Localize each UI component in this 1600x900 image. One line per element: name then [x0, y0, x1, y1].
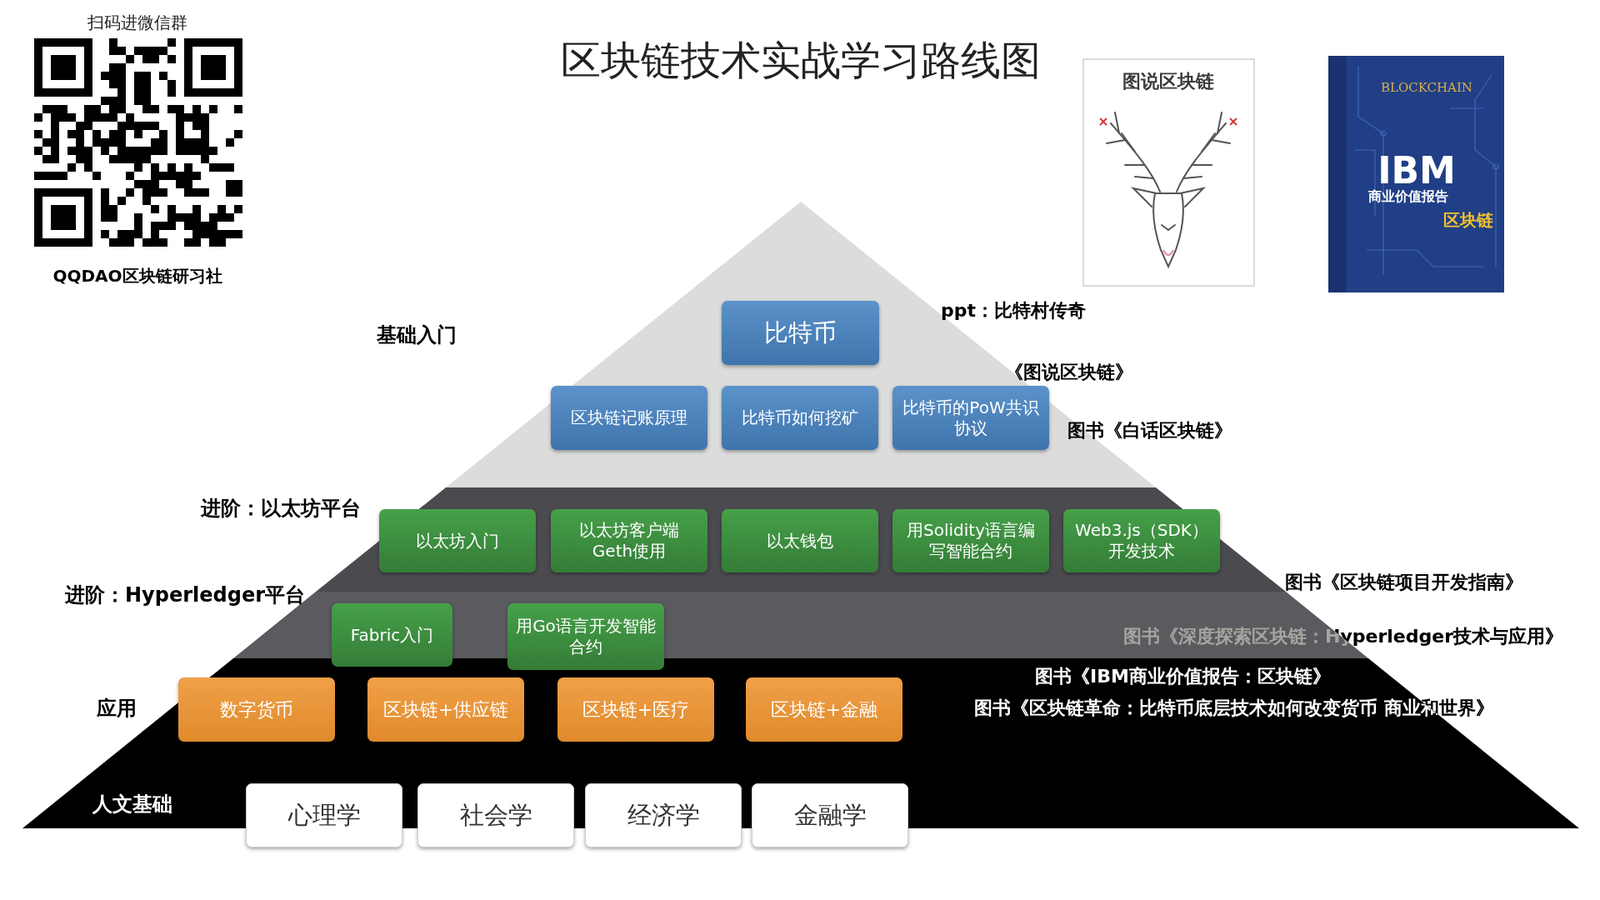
box-label: 区块链记账原理 — [570, 407, 688, 429]
layer-name: 进阶：Hyperledger平台 — [65, 583, 305, 608]
topic-box: 比特币 — [721, 300, 880, 365]
box-label: Web3.js（SDK）开发技术 — [1071, 520, 1212, 562]
topic-box: 以太钱包 — [721, 509, 879, 573]
reference-note: 图书《区块链革命：比特币底层技术如何改变货币 商业和世界》 — [974, 697, 1495, 720]
book-subtitle: 商业价值报告 — [1368, 188, 1449, 205]
application-box: 区块链+医疗 — [557, 677, 715, 742]
pyramid-top-band — [445, 201, 1156, 488]
topic-box: Web3.js（SDK）开发技术 — [1063, 509, 1220, 573]
box-label: Fabric入门 — [350, 625, 434, 646]
topic-box: 以太坊入门 — [379, 509, 536, 573]
layer-name: 应用 — [96, 696, 137, 721]
box-label: 比特币 — [764, 317, 837, 348]
qr-caption: 扫码进微信群 — [87, 12, 188, 33]
box-label: 心理学 — [288, 800, 361, 830]
box-label: 金融学 — [794, 800, 867, 830]
box-label: 社会学 — [460, 800, 533, 830]
box-label: 数字货币 — [220, 698, 294, 722]
group-name: QQDAO区块链研习社 — [52, 265, 222, 286]
layer-name: 进阶：以太坊平台 — [200, 496, 361, 521]
layer-name: 基础入门 — [376, 323, 457, 348]
reference-note: 图书《区块链项目开发指南》 — [1285, 571, 1524, 594]
box-label: 区块链+金融 — [770, 698, 878, 722]
application-box: 数字货币 — [178, 677, 335, 742]
topic-box: Fabric入门 — [331, 603, 453, 667]
book-title: BLOCKCHAIN — [1380, 80, 1473, 95]
subject-box: 心理学 — [245, 783, 403, 848]
book-cover — [1328, 55, 1505, 293]
reference-note: 图书《白话区块链》 — [1067, 420, 1233, 442]
book-logo: IBM — [1377, 149, 1456, 194]
box-label: 比特币的PoW共识协议 — [900, 397, 1041, 440]
box-label: 区块链+医疗 — [582, 698, 690, 722]
topic-box: 比特币的PoW共识协议 — [892, 385, 1050, 450]
application-box: 区块链+供应链 — [367, 677, 525, 742]
application-box: 区块链+金融 — [745, 677, 903, 742]
topic-box: 以太坊客户端Geth使用 — [550, 509, 708, 573]
topic-box: 用Go语言开发智能合约 — [507, 603, 665, 670]
reference-note: 《图说区块链》 — [1005, 361, 1134, 384]
box-label: 经济学 — [627, 800, 700, 830]
reference-note: 图书《IBM商业价值报告：区块链》 — [1035, 665, 1331, 688]
box-label: 区块链+供应链 — [383, 698, 509, 722]
topic-box: 区块链记账原理 — [550, 385, 708, 450]
box-label: 以太钱包 — [766, 530, 834, 552]
topic-box: 用Solidity语言编写智能合约 — [892, 509, 1050, 573]
reference-note: 图书《深度探索区块链：Hyperledger技术与应用》 — [1123, 625, 1564, 648]
box-label: 比特币如何挖矿 — [741, 407, 859, 429]
book-cover — [1083, 59, 1255, 286]
layer-name: 人文基础 — [92, 792, 173, 817]
subject-box: 经济学 — [585, 783, 742, 848]
reference-note: ppt：比特村传奇 — [940, 300, 1086, 322]
box-label: 以太坊入门 — [415, 530, 500, 552]
qr-code — [34, 38, 243, 247]
book-title: 区块链 — [1443, 210, 1494, 230]
book-title: 图说区块链 — [1122, 70, 1215, 92]
diagram-title: 区块链技术实战学习路线图 — [560, 36, 1041, 85]
box-label: 以太坊客户端Geth使用 — [559, 520, 700, 562]
subject-box: 社会学 — [417, 783, 575, 848]
box-label: 用Go语言开发智能合约 — [515, 615, 656, 658]
pyramid-band — [315, 487, 1286, 592]
box-label: 用Solidity语言编写智能合约 — [900, 520, 1041, 562]
subject-box: 金融学 — [751, 783, 909, 848]
topic-box: 比特币如何挖矿 — [721, 385, 879, 450]
